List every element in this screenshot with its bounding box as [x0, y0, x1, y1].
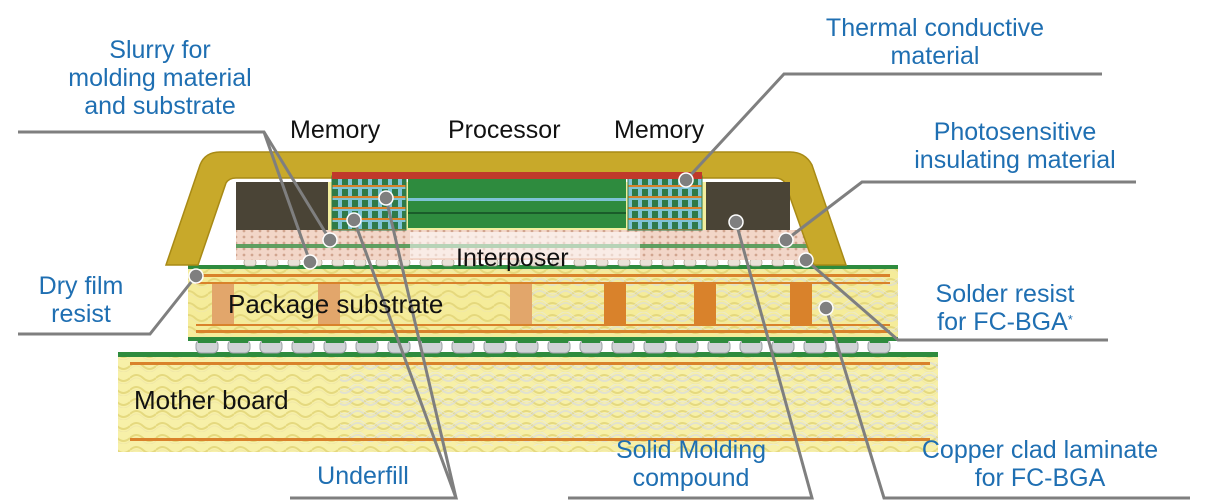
leader-copper-clad	[824, 307, 1190, 500]
via	[604, 284, 626, 324]
micro-bump	[243, 258, 257, 267]
micro-bump	[661, 258, 675, 267]
label-photosensitive: Photosensitive insulating material	[914, 118, 1116, 174]
solder-ball	[867, 339, 891, 354]
via	[790, 284, 812, 324]
leader-underfill-2	[384, 197, 458, 499]
leader-dry-film	[18, 275, 198, 336]
thermal-conductive-layer	[332, 172, 702, 179]
micro-bump	[331, 258, 345, 267]
footnote-mark: *	[1067, 312, 1073, 327]
leader-solid-molding	[568, 221, 814, 500]
processor-die	[408, 178, 626, 228]
memory-stack-left	[331, 175, 407, 231]
via	[212, 284, 234, 324]
micro-bump	[705, 258, 719, 267]
solder-ball	[707, 339, 731, 354]
copper-vias	[212, 284, 812, 324]
micro-bump	[353, 258, 367, 267]
micro-bump	[749, 258, 763, 267]
solder-ball	[771, 339, 795, 354]
leader-thermal	[684, 72, 1102, 182]
via	[694, 284, 716, 324]
via	[510, 284, 532, 324]
micro-bump	[265, 258, 279, 267]
leader-slurry-2	[262, 131, 312, 263]
micro-bump	[287, 258, 301, 267]
micro-bump	[727, 258, 741, 267]
micro-bump	[441, 258, 455, 267]
micro-bump	[771, 258, 785, 267]
solder-ball	[227, 339, 251, 354]
label-dry-film-resist: Dry film resist	[38, 272, 124, 328]
micro-bump	[573, 258, 587, 267]
label-processor: Processor	[448, 116, 561, 144]
solder-ball	[611, 339, 635, 354]
solder-ball	[643, 339, 667, 354]
solder-ball	[323, 339, 347, 354]
solder-ball	[803, 339, 827, 354]
solder-ball	[259, 339, 283, 354]
solder-ball	[483, 339, 507, 354]
via	[318, 284, 340, 324]
interposer-bumps	[243, 258, 807, 267]
solder-ball	[675, 339, 699, 354]
package-substrate	[188, 265, 898, 341]
label-underfill: Underfill	[317, 462, 409, 490]
label-solder-resist: Solder resist for FC-BGA*	[935, 280, 1075, 336]
label-memory-left: Memory	[290, 116, 381, 144]
leader-solder-resist	[805, 258, 1108, 342]
label-thermal-conductive: Thermal conductive material	[825, 14, 1045, 70]
micro-bump	[375, 258, 389, 267]
bga-solder-balls	[195, 339, 891, 354]
solder-ball	[515, 339, 539, 354]
micro-bump	[683, 258, 697, 267]
label-mother-board: Mother board	[134, 385, 289, 415]
leader-photosensitive	[785, 180, 1136, 242]
label-interposer: Interposer	[456, 244, 569, 272]
solder-ball	[451, 339, 475, 354]
solder-ball	[195, 339, 219, 354]
micro-bump	[617, 258, 631, 267]
label-copper-clad-laminate: Copper clad laminate for FC-BGA	[921, 436, 1159, 492]
micro-bump	[419, 258, 433, 267]
solder-ball	[291, 339, 315, 354]
leader-dots	[188, 172, 834, 316]
label-solid-molding: Solid Molding compound	[615, 436, 767, 492]
solder-ball	[355, 339, 379, 354]
solder-ball	[547, 339, 571, 354]
micro-bump	[639, 258, 653, 267]
label-memory-right: Memory	[614, 116, 705, 144]
micro-bump	[595, 258, 609, 267]
solder-ball	[739, 339, 763, 354]
label-slurry: Slurry for molding material and substrat…	[68, 36, 252, 120]
label-package-substrate: Package substrate	[228, 289, 444, 319]
solder-ball	[419, 339, 443, 354]
solder-ball	[579, 339, 603, 354]
leader-lines	[18, 72, 1190, 500]
mother-board	[118, 352, 938, 452]
